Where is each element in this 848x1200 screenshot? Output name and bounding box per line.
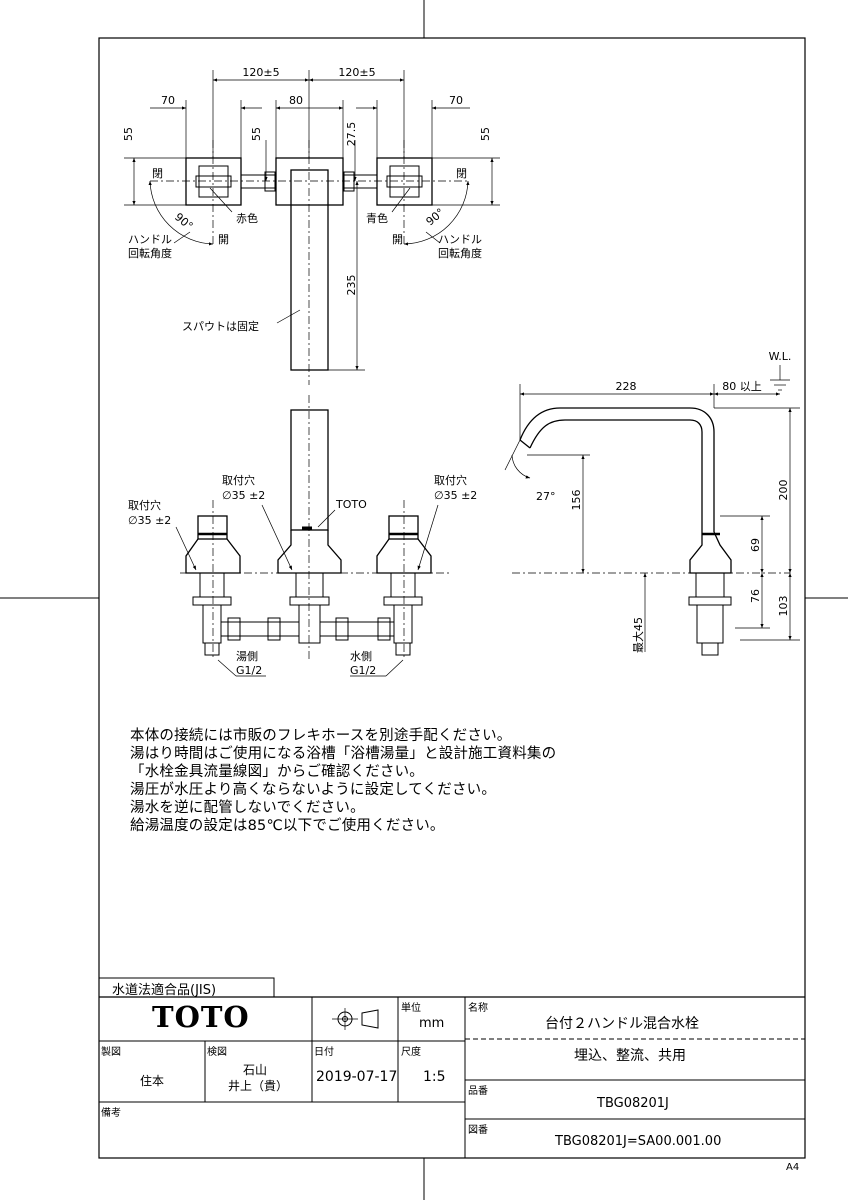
note-6: 給湯温度の設定は85℃以下でご使用ください。: [130, 818, 445, 834]
dim-80: 80: [289, 94, 303, 107]
checked-label: 検図: [207, 1047, 227, 1058]
drawn-label: 製図: [101, 1047, 121, 1058]
label-hole-mid-1: 取付穴: [222, 473, 255, 487]
part-label: 品番: [468, 1086, 488, 1097]
brand-logo: TOTO: [152, 1000, 250, 1034]
product-name-line2: 埋込、整流、共用: [574, 1048, 686, 1064]
label-close-right: 閉: [456, 167, 467, 180]
unit-value: mm: [419, 1016, 445, 1031]
side-view-dimensions: 228 80 以上 W.L. 200 156 69 76 103 最大45 27…: [536, 350, 791, 653]
top-view: [124, 70, 500, 385]
dim-120-left: 120±5: [242, 66, 279, 79]
label-hot-thread: G1/2: [236, 664, 262, 677]
label-hole-left-1: 取付穴: [128, 498, 161, 512]
label-handle-rot-left-2: 回転角度: [128, 246, 172, 260]
title-block-frame: [98, 977, 805, 1158]
dim-69: 69: [749, 538, 762, 552]
dim-70-right: 70: [449, 94, 463, 107]
top-view-dimensions: 120±5 120±5 70 80 70 55 55 27.5 55 235 閉…: [122, 66, 492, 333]
front-view: [175, 395, 450, 677]
dim-156: 156: [570, 490, 583, 511]
label-hole-left-2: ∅35 ±2: [128, 514, 171, 527]
remarks-label: 備考: [101, 1108, 121, 1119]
angle-90-right: 90°: [424, 206, 447, 228]
date-label: 日付: [314, 1047, 334, 1058]
part-number: TBG08201J: [597, 1096, 669, 1111]
label-open-right: 開: [392, 233, 403, 246]
label-wl: W.L.: [769, 350, 792, 363]
scale-value: 1:5: [423, 1069, 446, 1085]
label-hole-right-2: ∅35 ±2: [434, 489, 477, 502]
dim-76: 76: [749, 589, 762, 603]
label-toto-mark: TOTO: [335, 498, 367, 511]
date-value: 2019-07-17: [316, 1069, 398, 1085]
label-hot-side: 湯側: [236, 650, 258, 663]
drawing-label: 図番: [468, 1125, 488, 1136]
checked-value-2: 井上（貴）: [228, 1079, 289, 1093]
label-cold-side: 水側: [350, 650, 372, 663]
dim-120-right: 120±5: [338, 66, 375, 79]
dim-max45: 最大45: [631, 617, 645, 653]
dim-55-a: 55: [122, 127, 135, 141]
note-3: 「水栓金具流量線図」からご確認ください。: [130, 764, 424, 780]
label-close-left: 閉: [152, 167, 163, 180]
dim-228: 228: [616, 380, 637, 393]
name-label: 名称: [468, 1003, 488, 1014]
dim-80-min: 80 以上: [722, 380, 762, 393]
note-1: 本体の接続には市販のフレキホースを別途手配ください。: [130, 728, 512, 744]
dim-70-left: 70: [161, 94, 175, 107]
note-2: 湯はり時間はご使用になる浴槽「浴槽湯量」と設計施工資料集の: [130, 746, 557, 762]
angle-27: 27°: [536, 490, 556, 503]
checked-value-1: 石山: [243, 1063, 268, 1077]
angle-90-left: 90°: [172, 210, 195, 232]
side-view: [504, 365, 800, 656]
dim-27-5: 27.5: [345, 122, 358, 147]
paper-size: A4: [786, 1162, 800, 1173]
drawn-value: 住本: [140, 1074, 165, 1088]
dim-103: 103: [777, 596, 790, 617]
note-5: 湯水を逆に配管しないでください。: [130, 800, 365, 816]
scale-label: 尺度: [401, 1047, 421, 1058]
label-hole-right-1: 取付穴: [434, 473, 467, 487]
dim-200: 200: [777, 480, 790, 501]
dim-55-c: 55: [479, 127, 492, 141]
label-blue: 青色: [366, 211, 388, 225]
label-spout-fixed: スパウトは固定: [182, 319, 259, 333]
dim-55-b: 55: [250, 127, 263, 141]
label-open-left: 開: [218, 233, 229, 246]
front-view-labels: 取付穴 ∅35 ±2 取付穴 ∅35 ±2 取付穴 ∅35 ±2 TOTO 湯側…: [128, 473, 477, 677]
label-handle-rot-left-1: ハンドル: [128, 233, 172, 246]
drawing-number: TBG08201J=SA00.001.00: [555, 1134, 722, 1149]
unit-label: 単位: [401, 1003, 421, 1014]
label-hole-mid-2: ∅35 ±2: [222, 489, 265, 502]
label-handle-rot-right-2: 回転角度: [438, 246, 482, 260]
jis-label: 水道法適合品(JIS): [112, 983, 217, 998]
note-4: 湯圧が水圧より高くならないように設定してください。: [130, 782, 497, 798]
label-handle-rot-right-1: ハンドル: [438, 233, 482, 246]
dim-235: 235: [345, 275, 358, 296]
label-cold-thread: G1/2: [350, 664, 376, 677]
product-name-line1: 台付２ハンドル混合水栓: [545, 1016, 699, 1032]
label-red: 赤色: [236, 211, 258, 225]
